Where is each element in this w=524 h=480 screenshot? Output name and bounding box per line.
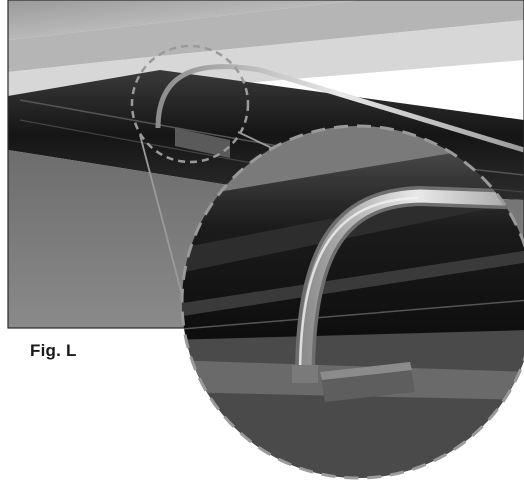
magnifier-callout-icon [182,126,524,478]
detail-source-circle [130,44,250,164]
callout-line-right [237,131,277,151]
detail-zoom-circle [180,124,524,480]
callout-line-left [139,134,187,311]
figure-caption: Fig. L [30,341,77,360]
